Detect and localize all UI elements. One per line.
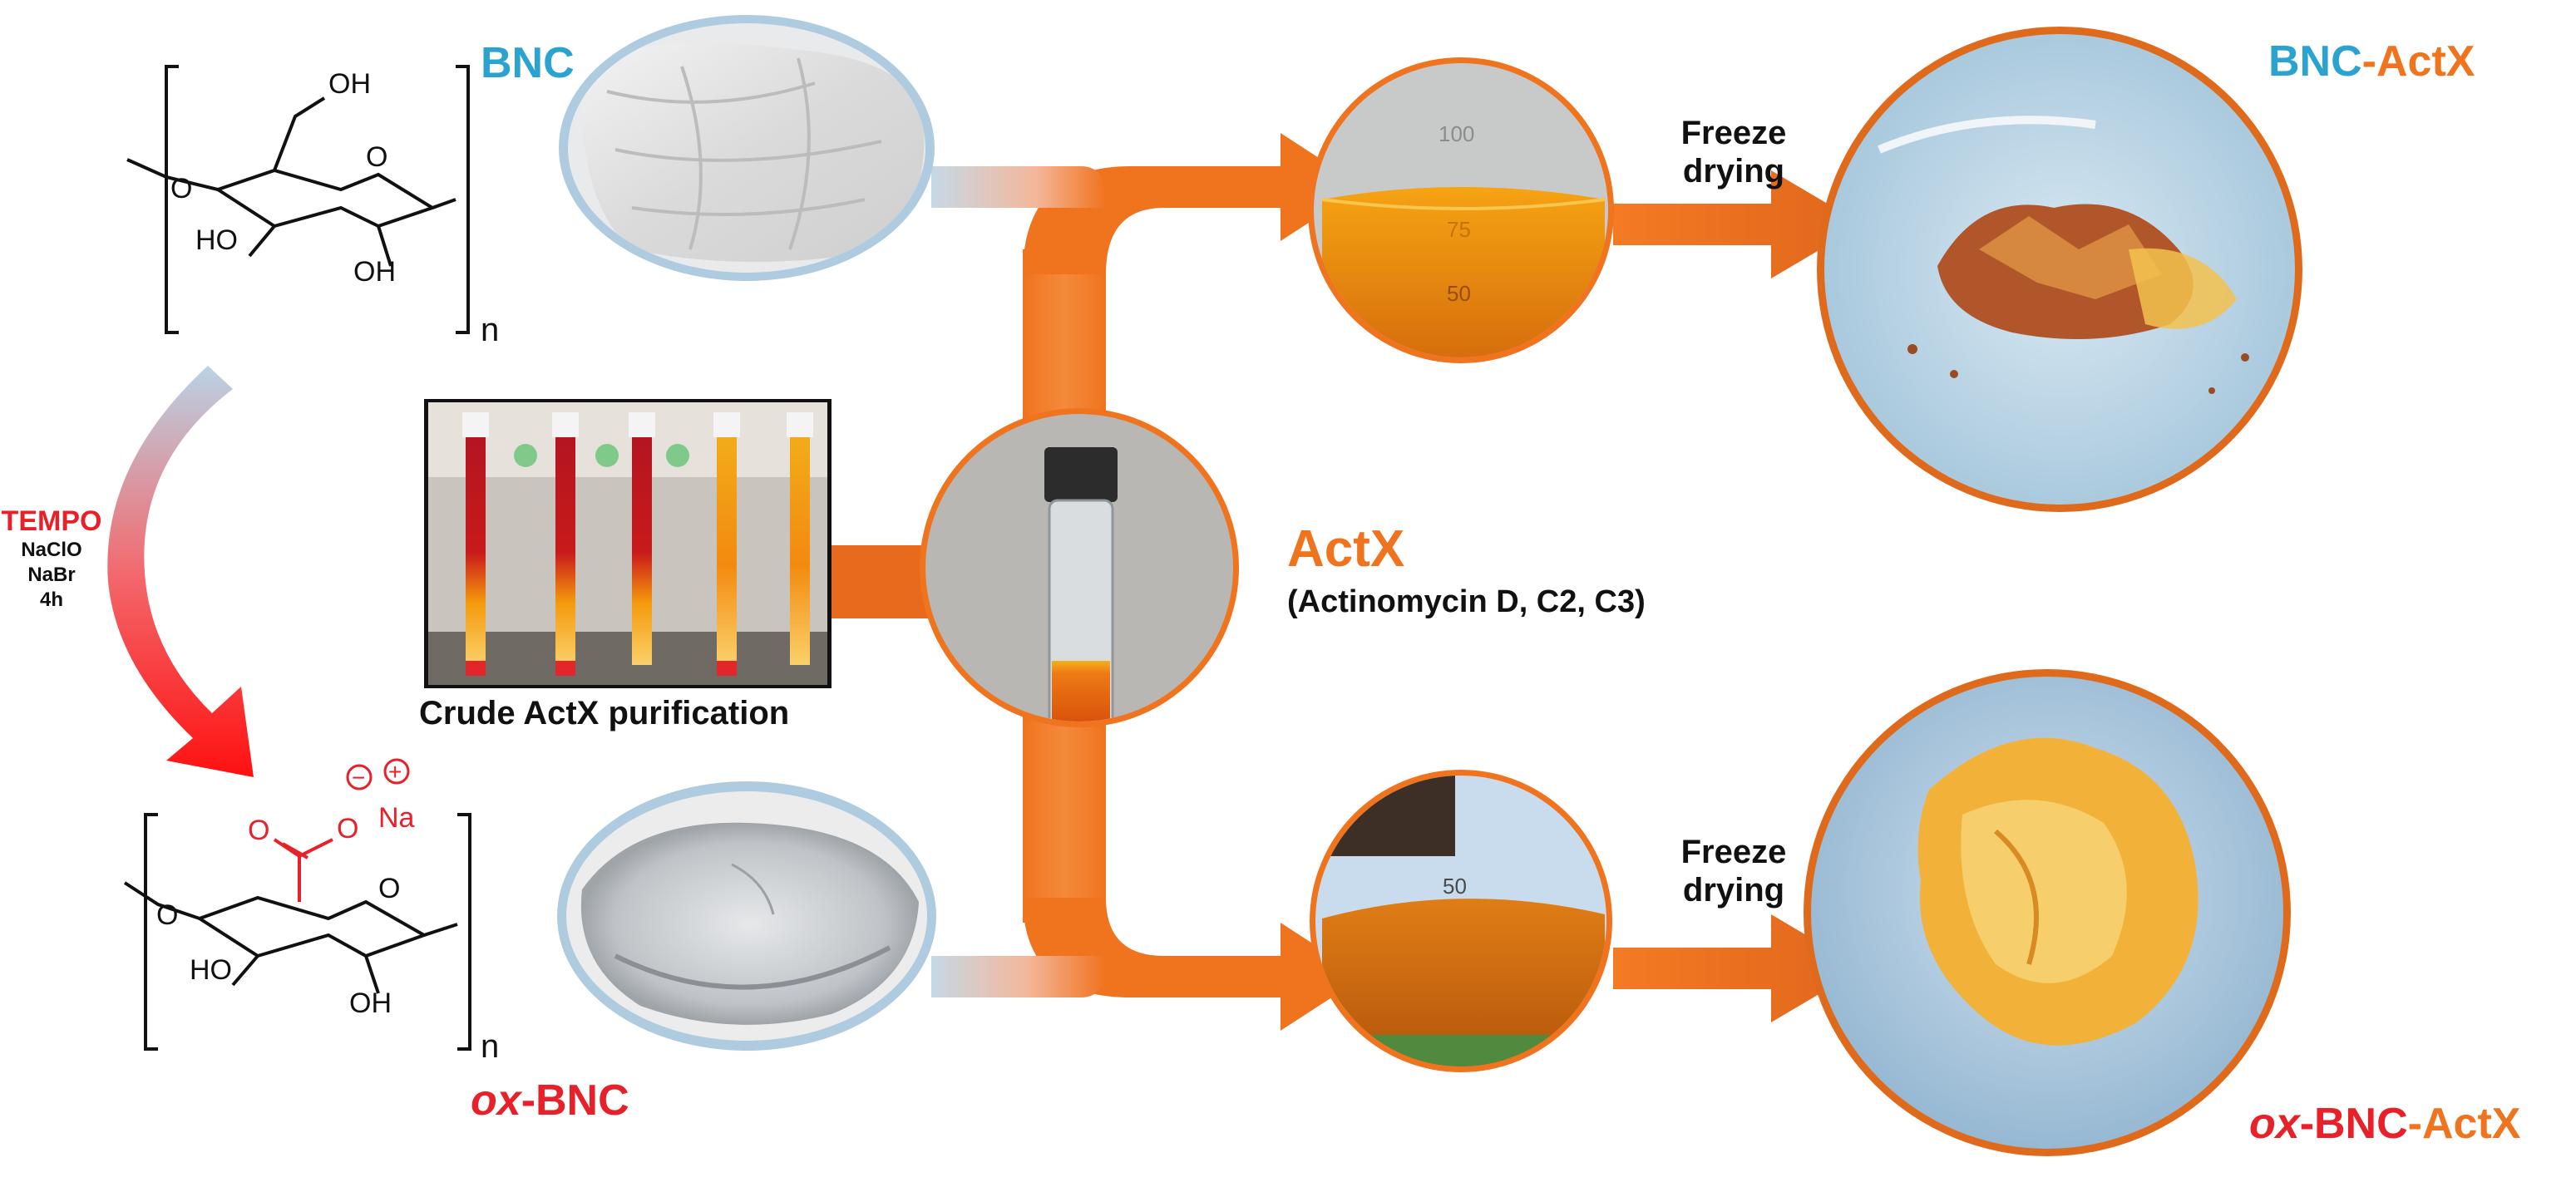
ox-bnc-disc-photo [557,781,936,1051]
ox-bnc-flow [931,956,1106,997]
freeze-arrow-bottom [1613,914,1863,1022]
nabr-label: NaBr [27,564,76,586]
bnc-actx-beaker-photo: 100 75 50 [1308,57,1614,363]
reaction-time-label: 4h [39,589,64,611]
bottom-plus: + [388,759,402,785]
crude-actx-columns-photo [424,399,832,688]
freeze-top-line1: Freeze [1680,115,1787,151]
plus-charge-circle [383,758,410,785]
beaker-bottom-mark-50: 50 [1443,874,1467,899]
bnc-actx-actx-part: -ActX [2361,37,2475,86]
ox-bnc-actx-actx-part: -ActX [2407,1100,2521,1148]
ox-bnc-actx-beaker-photo: 50 [1310,770,1612,1072]
top-branch-arrow [1023,133,1364,274]
bnc-actx-product-photo [1817,27,2302,512]
bottom-na: Na [378,802,415,834]
bottom-o-carbonyl: O [248,815,269,846]
bottom-n: n [481,1028,499,1065]
ox-bnc-actx-bnc-part: -BNC [2299,1100,2408,1148]
bottom-ho: HO [190,954,232,986]
ox-bnc-actx-label: ox-BNC-ActX [2249,1102,2520,1145]
top-ho: HO [195,224,238,256]
beaker-top-mark-75: 75 [1447,217,1471,242]
ox-bnc-actx-product-photo [1804,669,2291,1156]
ox-bnc-actx-ox-part: ox [2249,1100,2300,1148]
bottom-minus: − [352,765,365,790]
chromatography-columns [462,412,813,665]
oxidized-cellulose-structure [123,813,471,1051]
actx-detail-label: (Actinomycin D, C2, C3) [1287,584,1646,619]
ox-bnc-label: ox-BNC [471,1079,629,1122]
freeze-top-line2: drying [1682,153,1785,190]
naclo-label: NaClO [21,539,82,561]
freeze-bottom-line2: drying [1682,872,1785,909]
bottom-branch-arrow [1023,898,1364,1031]
ox-bnc-ox-part: ox [471,1076,521,1125]
bottom-o-ring: O [378,873,400,904]
bnc-sheet-photo [559,15,935,281]
bnc-flow [931,166,1106,208]
tempo-label: TEMPO [1,505,102,537]
minus-charge-circle [346,764,373,790]
crude-purification-label: Crude ActX purification [419,695,790,731]
bottom-o-link: O [156,899,178,931]
beaker-top-mark-50: 50 [1447,281,1471,306]
top-o-ring: O [366,141,387,173]
cellulose-structure [126,65,470,334]
top-n: n [481,312,499,348]
oxidation-curved-arrow [107,366,254,777]
top-oh2: OH [353,256,396,288]
top-o-link: O [170,173,192,204]
bottom-o-anion: O [337,813,358,845]
top-oh1: OH [328,68,371,100]
beaker-top-mark-100: 100 [1439,121,1474,146]
freeze-bottom-line1: Freeze [1680,834,1787,870]
bnc-label: BNC [481,39,575,87]
bnc-actx-bnc-part: BNC [2268,37,2362,86]
actx-label: ActX [1287,520,1405,578]
bottom-oh: OH [349,987,392,1019]
freeze-arrow-top [1613,170,1863,278]
actx-vial-photo [920,408,1239,727]
ox-bnc-bnc-part: -BNC [521,1076,629,1125]
bnc-actx-label: BNC-ActX [2268,40,2475,83]
carboxylate-group [273,838,333,902]
